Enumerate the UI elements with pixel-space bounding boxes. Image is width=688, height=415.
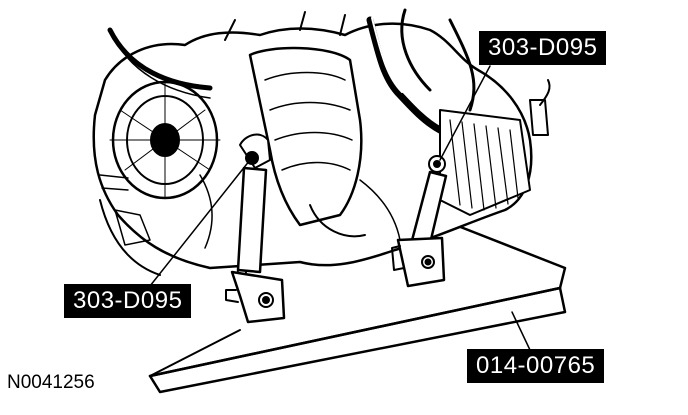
callout-tool-303-d095-left: 303-D095	[64, 284, 192, 318]
lifting-bracket-right	[391, 155, 448, 288]
callout-tool-303-d095-top: 303-D095	[479, 31, 607, 65]
leader-lines	[149, 65, 531, 351]
lifting-bracket-left	[225, 133, 286, 324]
figure-id: N0041256	[7, 372, 95, 393]
support-board	[148, 224, 567, 394]
callout-tool-014-00765: 014-00765	[467, 349, 605, 383]
